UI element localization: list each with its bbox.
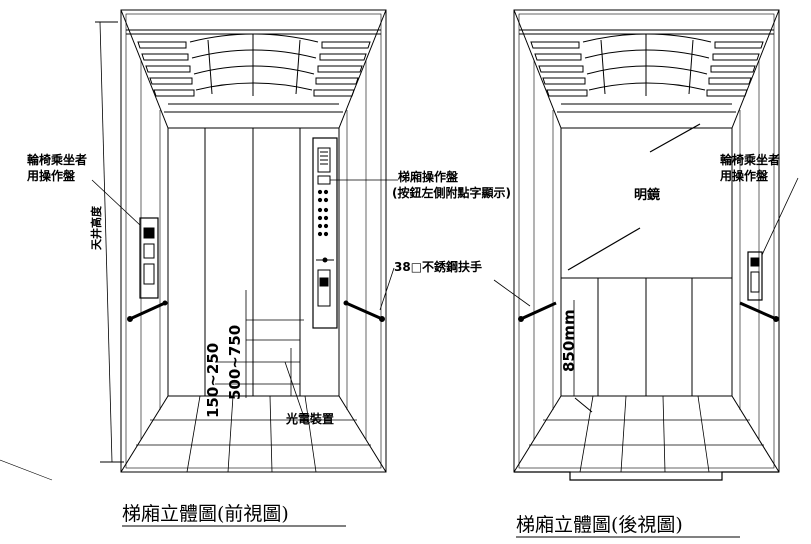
rear-view bbox=[493, 9, 799, 481]
rear-outer-frame bbox=[513, 9, 780, 473]
front-floor bbox=[136, 395, 371, 473]
rear-wheelchair-panel-label-line2: 用操作盤 bbox=[719, 168, 769, 183]
front-wheelchair-panel-label-line1: 輪椅乘坐者 bbox=[27, 152, 87, 167]
mirror-label: 明鏡 bbox=[634, 187, 660, 203]
front-left-handrail bbox=[127, 300, 168, 322]
front-view bbox=[0, 9, 398, 481]
front-outer-frame bbox=[120, 9, 387, 473]
front-right-handrail bbox=[343, 300, 385, 322]
car-operating-panel-label-line1: 梯廂操作盤 bbox=[398, 169, 459, 184]
rear-left-handrail bbox=[518, 301, 557, 322]
ceiling-height-label: 天井高度 bbox=[89, 205, 103, 250]
front-wheelchair-panel-label-line2: 用操作盤 bbox=[26, 168, 76, 183]
front-view-caption: 梯廂立體圖(前視圖) bbox=[122, 503, 289, 525]
front-ceiling bbox=[137, 33, 371, 113]
car-operating-panel-label-line2: (按鈕左側附點字顯示) bbox=[392, 185, 511, 200]
rear-view-caption: 梯廂立體圖(後視圖) bbox=[516, 514, 683, 536]
rear-wheelchair-panel bbox=[747, 251, 763, 301]
photo-sensor-label: 光電裝置 bbox=[285, 411, 334, 426]
handrail-label: 38□不銹鋼扶手 bbox=[394, 259, 482, 274]
rear-wheelchair-panel-label-line1: 輪椅乘坐者 bbox=[720, 152, 780, 167]
dimension-500-750: 500~750 bbox=[226, 325, 244, 400]
front-wheelchair-panel bbox=[139, 217, 159, 299]
mirror-height-label: 850mm bbox=[560, 309, 578, 372]
front-photo-sensor-dims bbox=[215, 290, 306, 421]
front-car-operating-panel bbox=[312, 137, 338, 329]
rear-ceiling bbox=[530, 33, 764, 113]
dimension-150-250: 150~250 bbox=[204, 343, 222, 418]
rear-floor bbox=[529, 395, 764, 473]
rear-right-handrail bbox=[739, 301, 779, 322]
